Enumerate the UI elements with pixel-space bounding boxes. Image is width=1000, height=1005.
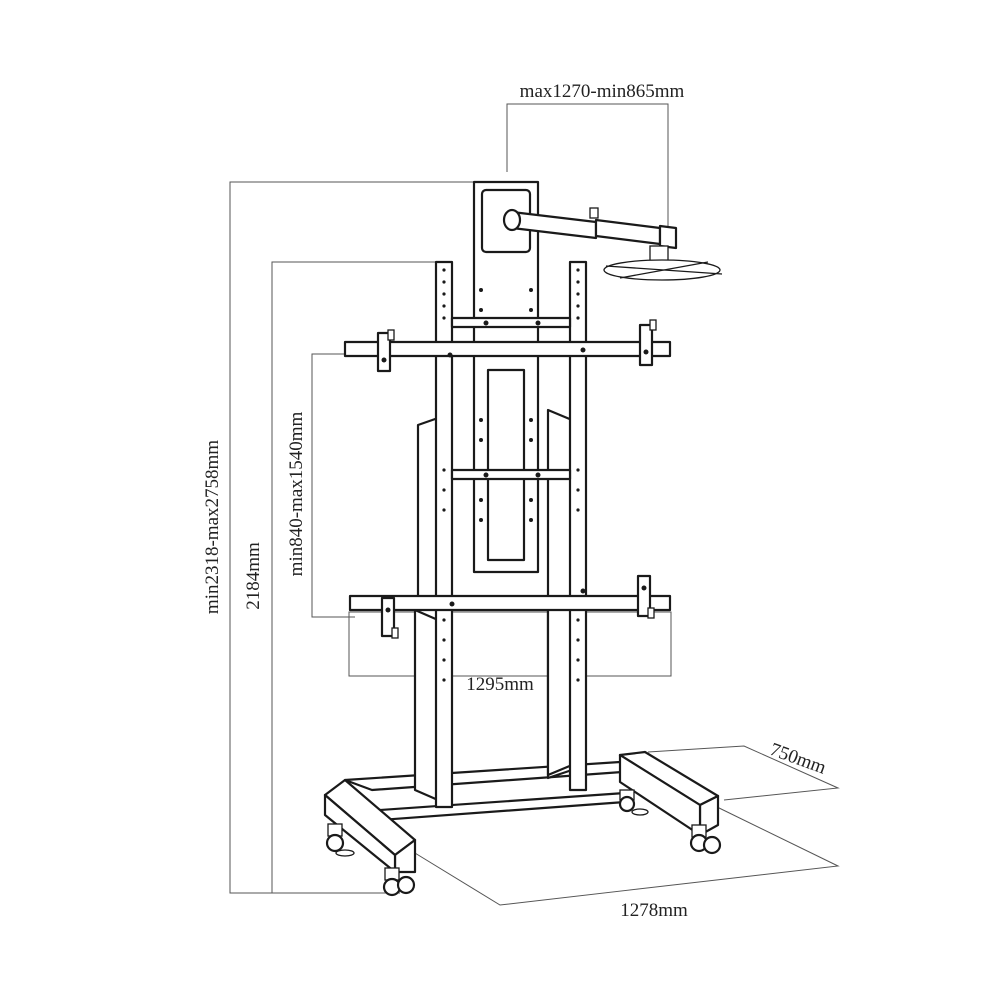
base-depth-label: 750mm: [767, 739, 829, 779]
base-width-label: 1278mm: [620, 900, 688, 921]
center-slot: [486, 368, 526, 562]
right-lower-brace: [546, 603, 574, 777]
caster-wheel: [618, 789, 649, 816]
left-column: [434, 260, 454, 809]
base-frame: [323, 750, 720, 874]
bracket-width-label: 1295mm: [466, 674, 534, 695]
screen-clip: [380, 596, 399, 639]
column-holes: [442, 268, 580, 682]
screen-clip: [638, 319, 657, 367]
arm-reach-label: max1270-min865mm: [520, 81, 685, 102]
center-column: [472, 180, 540, 574]
upper-column-bar: [450, 316, 572, 329]
arm-joint: [502, 208, 522, 232]
columns: [434, 260, 588, 809]
bracket-width-dimension: [348, 611, 672, 677]
arm-knob: [589, 207, 599, 219]
cross-bars: [343, 316, 672, 612]
base-depth-dimension: [647, 745, 840, 801]
base-cross-rail: [378, 791, 627, 822]
screen-height-label: min840-max1540mm: [286, 411, 307, 576]
base-back-rail: [343, 760, 652, 792]
base-width-dimension: [409, 805, 840, 906]
screen-clip: [636, 574, 655, 619]
middle-column-bar: [450, 468, 572, 481]
right-column: [568, 260, 588, 792]
caster-wheel: [325, 823, 355, 857]
caster-wheel: [382, 867, 416, 897]
total-height-label: min2318-max2758mm: [202, 440, 223, 614]
caster-wheel: [689, 824, 722, 855]
dimension-lines: [229, 103, 840, 906]
caster-wheels: [325, 789, 722, 897]
projector-arm: [502, 207, 723, 281]
arm-head: [658, 224, 678, 250]
side-braces: [413, 408, 574, 802]
arm-outer-tube: [594, 218, 662, 246]
screen-clips: [376, 319, 657, 639]
arm-reach-dimension: [506, 103, 669, 232]
upper-screen-bracket: [343, 340, 672, 358]
column-height-label: 2184mm: [243, 542, 264, 610]
lower-screen-bracket: [348, 594, 672, 612]
total-height-dimension: [229, 181, 474, 894]
column-height-dimension: [271, 261, 436, 893]
screen-clip: [376, 329, 395, 373]
left-lower-brace: [413, 608, 440, 802]
screen-height-dimension: [311, 353, 355, 618]
